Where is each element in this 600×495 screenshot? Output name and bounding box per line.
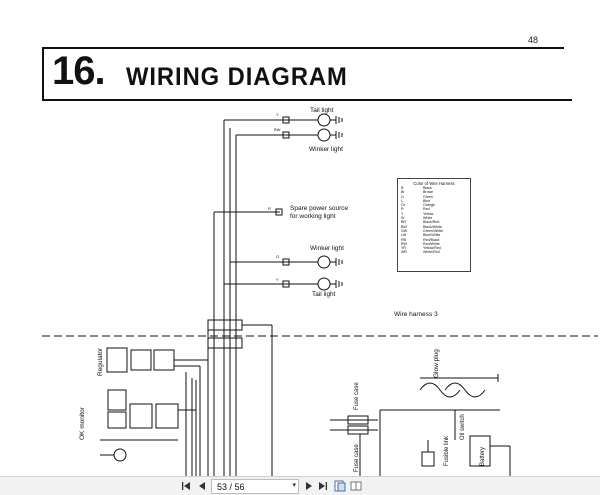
- legend-row: G Green: [398, 195, 470, 199]
- legend-color: Black/White: [423, 224, 442, 229]
- oil-switch-label: Oil switch: [460, 414, 466, 440]
- legend-color: Red/White: [423, 241, 440, 246]
- legend-row: RW Red/White: [398, 242, 470, 246]
- header-frame: [42, 47, 564, 99]
- legend-row: W White: [398, 216, 470, 220]
- section-number: 16.: [52, 49, 106, 93]
- section-title: WIRING DIAGRAM: [126, 63, 348, 91]
- legend-code: LW: [401, 233, 407, 238]
- legend-code: G: [401, 194, 404, 199]
- legend-color: Red/Black: [423, 237, 440, 242]
- legend-code: YR: [401, 246, 406, 251]
- fuse-case-top-label: Fuse case: [354, 382, 360, 410]
- legend-row: Y Yellow: [398, 212, 470, 216]
- legend-title: Color of Wire Harness: [413, 181, 455, 186]
- fusible-link-label: Fusible link: [444, 435, 450, 466]
- wire-code-y-top: Y: [276, 112, 279, 117]
- regulator-label: Regulator: [97, 347, 104, 376]
- legend-color: Black/Red: [423, 220, 440, 225]
- legend-row: YR Yellow/Red: [398, 246, 470, 250]
- battery-label: Battery: [480, 447, 486, 466]
- legend-color: Green/White: [423, 228, 444, 233]
- spare-power-label-2: for working light: [290, 213, 336, 220]
- legend-row: R Red: [398, 207, 470, 211]
- legend-color: Blue/White: [423, 233, 441, 238]
- wire-code-bw-top: BW: [274, 127, 281, 132]
- spare-power-label-1: Spare power source: [290, 205, 349, 212]
- tail-light-mid-label: Tail light: [312, 291, 336, 298]
- legend-code: B: [401, 186, 404, 190]
- legend-color: Yellow: [423, 211, 434, 216]
- document-page: 48 16. WIRING DIAGRAM: [42, 35, 598, 476]
- wire-code-r: R: [268, 206, 271, 211]
- legend-row: BR Black/Red: [398, 220, 470, 224]
- legend-row: WR White/Red: [398, 250, 470, 254]
- legend-row: GW Green/White: [398, 229, 470, 233]
- legend-code: RW: [401, 241, 407, 246]
- legend-row: L Blue: [398, 199, 470, 203]
- first-page-icon[interactable]: [179, 479, 193, 493]
- legend-code: Br: [401, 190, 405, 195]
- ok-monitor-label: OK monitor: [79, 406, 86, 440]
- fuse-case-bottom-label: Fuse case: [354, 444, 360, 472]
- wire-harness-label: Wire harness 3: [394, 311, 438, 318]
- legend-color: Green: [423, 194, 433, 199]
- legend-code: BW: [401, 224, 407, 229]
- legend-row: LW Blue/White: [398, 233, 470, 237]
- legend-code: RB: [401, 237, 406, 242]
- page-number-field[interactable]: 53 / 56 ▾: [211, 479, 299, 494]
- wire-color-legend: Color of Wire Harness B Black Br Brown G Gr…: [397, 178, 471, 272]
- legend-row: BW Black/White: [398, 225, 470, 229]
- legend-color: Yellow/Red: [423, 246, 441, 251]
- wiring-diagram: Tail light Winker light Spare power sour…: [42, 107, 598, 476]
- next-page-icon[interactable]: [302, 479, 316, 493]
- legend-code: BR: [401, 220, 406, 225]
- wire-code-g: G: [276, 254, 279, 259]
- legend-row: Or Orange: [398, 203, 470, 207]
- page-display: 53 / 56: [217, 481, 245, 492]
- winker-light-top-label: Winker light: [309, 146, 343, 153]
- legend-code: W: [401, 216, 405, 221]
- legend-color: Black: [423, 186, 432, 190]
- legend-color: Red: [423, 207, 430, 212]
- legend-row: RB Red/Black: [398, 238, 470, 242]
- legend-code: Y: [401, 211, 404, 216]
- legend-row: Br Brown: [398, 190, 470, 194]
- glow-plug-label: Glow plug: [433, 349, 440, 378]
- header-rule: [42, 99, 572, 101]
- legend-code: WR: [401, 250, 407, 255]
- two-page-view-icon[interactable]: [349, 479, 363, 493]
- legend-color: Brown: [423, 190, 434, 195]
- legend-code: R: [401, 207, 404, 212]
- viewer-toolbar: 53 / 56 ▾: [0, 476, 600, 495]
- legend-color: White: [423, 216, 433, 221]
- winker-light-mid-label: Winker light: [310, 245, 344, 252]
- chevron-down-icon[interactable]: ▾: [292, 482, 296, 489]
- legend-color: White/Red: [423, 250, 440, 255]
- wire-code-y-mid: Y: [276, 277, 279, 282]
- tail-light-top-label: Tail light: [310, 107, 334, 114]
- previous-page-icon[interactable]: [195, 479, 209, 493]
- page-number: 48: [528, 35, 539, 45]
- legend-color: Orange: [423, 203, 435, 208]
- last-page-icon[interactable]: [316, 479, 330, 493]
- legend-rows: B Black Br Brown G Green L Blue Or Orange R Re…: [398, 186, 470, 255]
- legend-code: GW: [401, 228, 408, 233]
- legend-code: Or: [401, 203, 405, 208]
- legend-row: B Black: [398, 186, 470, 190]
- legend-code: L: [401, 198, 403, 203]
- legend-color: Blue: [423, 198, 431, 203]
- single-page-view-icon[interactable]: [333, 479, 347, 493]
